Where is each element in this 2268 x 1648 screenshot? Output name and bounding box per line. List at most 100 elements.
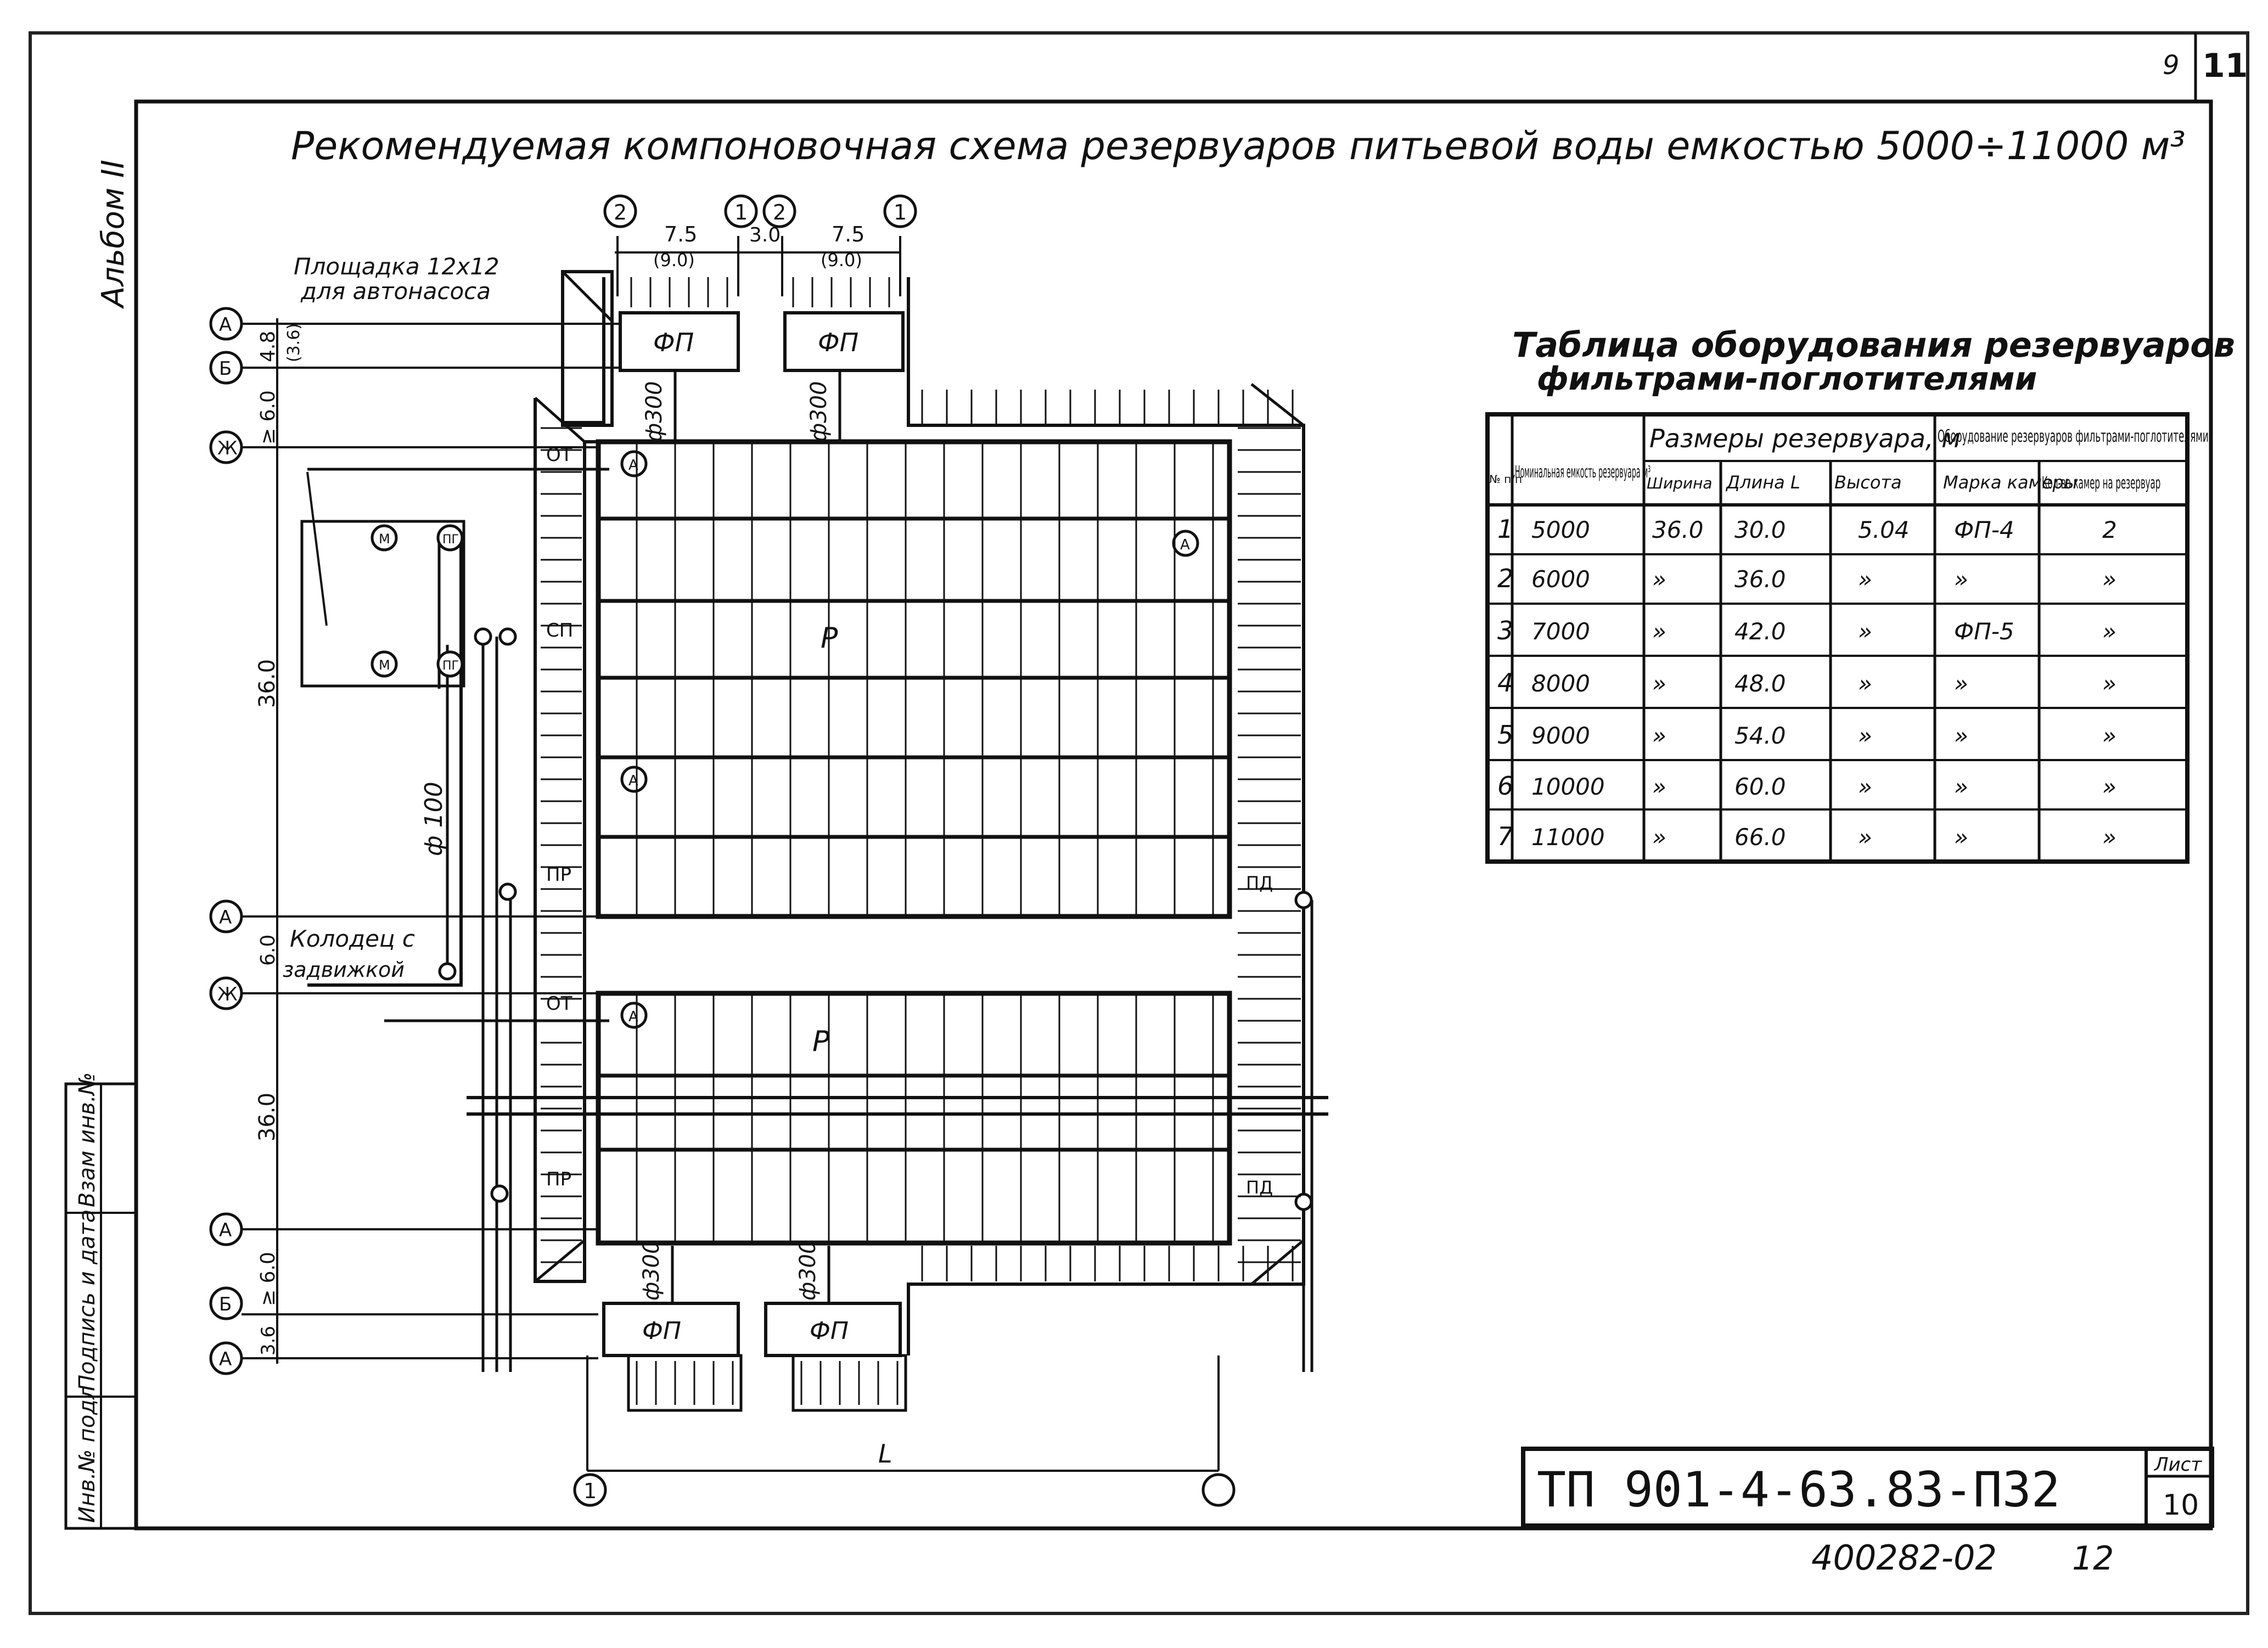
- stamp-code: ТП 901-4-63.83-П32: [1537, 1461, 2061, 1518]
- dim-left-5: 6.0: [257, 935, 279, 966]
- table-cell: 2: [1497, 564, 1513, 593]
- tag-sp: СП: [546, 620, 573, 642]
- table-cell: 1: [1497, 514, 1513, 544]
- bubble-top-4: 1: [894, 200, 907, 224]
- bubble-left-a3: А: [219, 1219, 232, 1241]
- table-rows: 1 5000 36.0 30.0 5.04 ФП-4 2 2 6000 » 36.0 » » » 3 7000…: [1497, 514, 2117, 851]
- filter-label-tr: ФП: [818, 328, 858, 357]
- title-stamp: [1521, 1447, 2214, 1528]
- table-cell: 11000: [1531, 824, 1605, 851]
- table-cell: »: [1858, 773, 1872, 800]
- stamp-sheet-number: 10: [2163, 1489, 2199, 1522]
- side-stamp: Инв.№ подл Подпись и дата Взам инв.№: [64, 1072, 138, 1530]
- bubble-top-1: 2: [614, 200, 627, 224]
- table-cell: ФП-5: [1954, 618, 2014, 645]
- side-label-inventory: Инв.№ подл: [75, 1385, 100, 1523]
- table-cell: »: [1858, 722, 1872, 749]
- corner-number-small: 9: [2163, 50, 2180, 81]
- table-cell: »: [2102, 722, 2117, 749]
- dim-top-mid: 3.0: [749, 224, 781, 246]
- tag-ot-2: ОТ: [546, 993, 572, 1015]
- top-left-block: [561, 270, 614, 427]
- dim-left-8: 3.6: [257, 1326, 279, 1355]
- pump-pg-2: ПГ: [442, 659, 459, 673]
- dim-left-1: 4.8: [257, 331, 279, 362]
- side-label-replace: Взам инв.№: [75, 1072, 100, 1207]
- table-cell: 30.0: [1734, 516, 1786, 543]
- table-title-1: Таблица оборудования резервуаров: [1512, 325, 2235, 365]
- table-cell: »: [1954, 824, 1968, 851]
- filter-label-bl: ФП: [642, 1317, 681, 1345]
- stamp-inventory: 400282-02: [1811, 1538, 1997, 1578]
- dim-left-6: 36.0: [255, 1093, 280, 1141]
- table-cell: 7: [1497, 822, 1513, 851]
- table-cell: »: [1954, 773, 1968, 800]
- table-cell: 60.0: [1734, 773, 1786, 800]
- table-cell: »: [1652, 670, 1666, 697]
- tag-pd-1: ПД: [1246, 873, 1273, 893]
- bubble-left-a4: А: [219, 1348, 232, 1370]
- table-cell: 3: [1497, 616, 1513, 645]
- pipe-label-tl: ф300: [642, 381, 667, 442]
- table-cell: 5.04: [1858, 516, 1910, 543]
- table-cell: 4: [1497, 668, 1513, 698]
- table-cell: »: [1652, 618, 1666, 645]
- table-cell: 36.0: [1652, 516, 1704, 543]
- corner-number-big: 11: [2202, 47, 2248, 85]
- table-cell: »: [2102, 824, 2117, 851]
- table-cell: 7000: [1531, 618, 1590, 645]
- drawing-title: Рекомендуемая компоновочная схема резерв…: [291, 123, 2186, 168]
- table-cell: 48.0: [1734, 670, 1786, 697]
- table-cell: 6000: [1531, 566, 1590, 593]
- table-cell: 42.0: [1734, 618, 1786, 645]
- reservoir-plan: [242, 236, 1328, 1472]
- table-cell: ФП-4: [1954, 516, 2014, 543]
- col-num: № п/п: [1489, 473, 1522, 486]
- pipe-main-label: ф 100: [420, 781, 448, 856]
- table-cell: 54.0: [1734, 722, 1786, 749]
- table-cell: 6: [1497, 771, 1513, 801]
- sub-count: Кол-во камер на резервуар: [2042, 473, 2160, 492]
- site-label-1: Площадка 12х12: [294, 253, 499, 280]
- table-cell: 8000: [1531, 670, 1590, 697]
- dim-left-3: ≥ 6.0: [257, 390, 279, 445]
- table-cell: 36.0: [1734, 566, 1786, 593]
- table-cell: »: [1652, 773, 1666, 800]
- well-label-1: Колодец с: [290, 925, 415, 952]
- dim-top-left-sub: (9.0): [653, 250, 695, 271]
- dim-left-2: (3.6): [284, 323, 304, 362]
- site-label-2: для автонасоса: [300, 278, 491, 305]
- table-cell: »: [1652, 566, 1666, 593]
- bubble-left-zh2: Ж: [217, 983, 238, 1005]
- outer-frame: [29, 31, 2249, 1615]
- reservoir-bays: [541, 277, 1301, 1405]
- inner-frame: [134, 99, 2213, 1531]
- dim-left-7: ≥ 6.0: [257, 1252, 279, 1306]
- col-equip-group: Оборудование резервуаров фильтрами-погло…: [1938, 426, 2209, 446]
- pipe-label-bl: ф300: [639, 1240, 664, 1301]
- axis-bubble-labels: 2 1 2 1 1 А Б Ж А Ж А Б А А А А А М ПГ М…: [217, 200, 1190, 1503]
- col-capacity: Номинальная емкость резервуара м³: [1515, 463, 1651, 482]
- table-cell: »: [2102, 566, 2117, 593]
- sub-width: Ширина: [1647, 474, 1713, 492]
- reservoir-label-lower: Р: [812, 1025, 830, 1058]
- plan-labels: Площадка 12х12 для автонасоса Колодец с …: [255, 222, 1273, 1469]
- pump-m-2: М: [379, 657, 390, 673]
- filter-label-tl: ФП: [653, 328, 694, 357]
- sub-length: Длина L: [1725, 472, 1800, 493]
- table-cell: 5000: [1531, 516, 1590, 543]
- sub-height: Высота: [1834, 472, 1902, 493]
- pump-m-1: М: [379, 531, 390, 547]
- table-cell: 2: [2102, 516, 2117, 543]
- bubble-left-a2: А: [219, 907, 232, 929]
- reservoir-lower: [596, 991, 1232, 1246]
- well-label-2: задвижкой: [283, 958, 405, 982]
- bubble-top-3: 2: [773, 200, 786, 224]
- table-cell: 66.0: [1734, 824, 1786, 851]
- dim-top-right: 7.5: [832, 222, 864, 246]
- tag-ot-1: ОТ: [546, 444, 572, 466]
- table-cell: »: [1954, 670, 1968, 697]
- tag-pr-2: ПР: [546, 1168, 571, 1190]
